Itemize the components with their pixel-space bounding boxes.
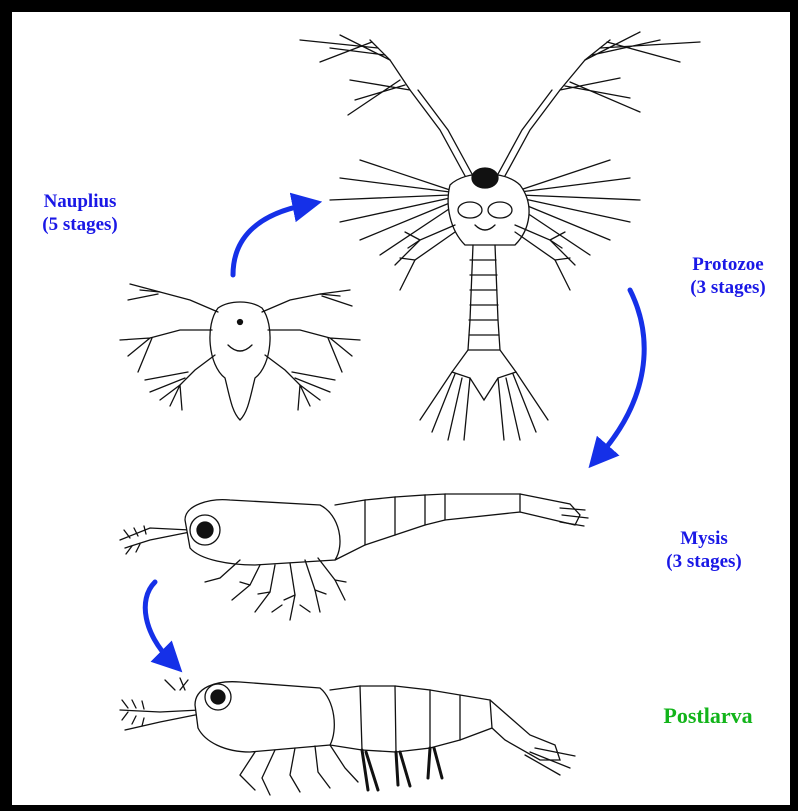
label-postlarva: Postlarva xyxy=(628,704,788,727)
arrow-nauplius-to-protozoe xyxy=(233,205,305,275)
stage-count: (5 stages) xyxy=(20,213,140,236)
nauplius-drawing xyxy=(120,284,360,420)
stage-name: Mysis xyxy=(644,527,764,550)
label-nauplius: Nauplius (5 stages) xyxy=(20,190,140,236)
arrow-mysis-to-postlarva xyxy=(145,582,170,660)
stage-count: (3 stages) xyxy=(668,276,788,299)
label-protozoe: Protozoe (3 stages) xyxy=(668,253,788,299)
stage-name: Nauplius xyxy=(20,190,140,213)
postlarva-drawing xyxy=(120,678,575,795)
stage-count: (3 stages) xyxy=(644,550,764,573)
stage-arrows xyxy=(145,205,644,660)
label-mysis: Mysis (3 stages) xyxy=(644,527,764,573)
mysis-drawing xyxy=(120,494,588,620)
stage-name: Protozoe xyxy=(668,253,788,276)
arrow-protozoe-to-mysis xyxy=(600,290,644,455)
stage-name: Postlarva xyxy=(628,704,788,727)
